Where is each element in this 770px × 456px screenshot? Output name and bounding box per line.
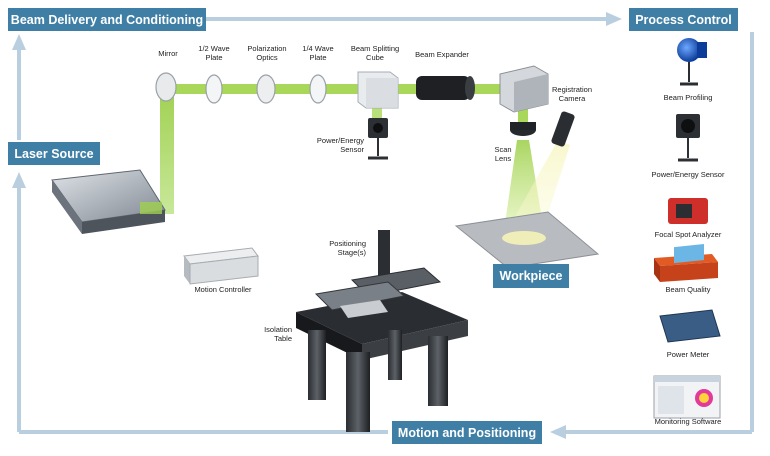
power-sensor-label: Power/Energy Sensor: [316, 136, 364, 154]
scan-head: [499, 65, 549, 136]
beam-expander-label: Beam Expander: [415, 50, 469, 59]
power-energy-sensor-device: [676, 114, 700, 162]
beam-delivery-box: Beam Delivery and Conditioning: [8, 8, 206, 31]
optic-elements: [155, 72, 327, 104]
monitoring-software-screen: [653, 375, 721, 419]
scan-lens-label: Scan Lens: [494, 145, 512, 163]
workpiece-box: Workpiece: [493, 264, 569, 288]
process-item-label: Power/Energy Sensor: [651, 170, 725, 179]
laser-source-box: Laser Source: [8, 142, 100, 165]
process-item-label: Power Meter: [666, 350, 710, 359]
process-control-box: Process Control: [629, 8, 738, 31]
process-item-label: Beam Quality: [665, 285, 711, 294]
motion-controller-device: [183, 247, 259, 285]
positioning-stages-label: Positioning Stage(s): [329, 239, 366, 257]
process-item-label: Monitoring Software: [654, 417, 722, 426]
focal-spot-analyzer-device: [668, 198, 708, 224]
motion-positioning-box: Motion and Positioning: [392, 421, 542, 444]
isolation-table-device: [296, 292, 468, 432]
mirror-label: Mirror: [158, 49, 178, 58]
beam-splitting-cube: [357, 71, 399, 109]
positioning-stage-device: [314, 230, 442, 318]
process-item-label: Focal Spot Analyzer: [654, 230, 722, 239]
workpiece-plate: [454, 211, 600, 269]
polarization-optics-label: Polarization Optics: [247, 44, 287, 62]
registration-camera-label: Registration Camera: [551, 85, 593, 103]
process-item-label: Beam Profiling: [663, 93, 713, 102]
registration-camera-device: [551, 111, 575, 147]
laser-source-device: [51, 169, 166, 234]
half-wave-plate-label: 1/2 Wave Plate: [198, 44, 230, 62]
quarter-wave-plate-label: 1/4 Wave Plate: [302, 44, 334, 62]
beam-splitting-cube-label: Beam Splitting Cube: [350, 44, 400, 62]
arrow-heads: [12, 12, 622, 439]
beam-profiler-device: [677, 38, 707, 86]
inline-power-sensor: [368, 118, 388, 160]
flow-arrows: [17, 17, 754, 434]
motion-controller-label: Motion Controller: [194, 285, 252, 294]
power-meter-device: [659, 244, 721, 343]
isolation-table-label: Isolation Table: [264, 325, 292, 343]
beam-expander: [416, 76, 475, 100]
